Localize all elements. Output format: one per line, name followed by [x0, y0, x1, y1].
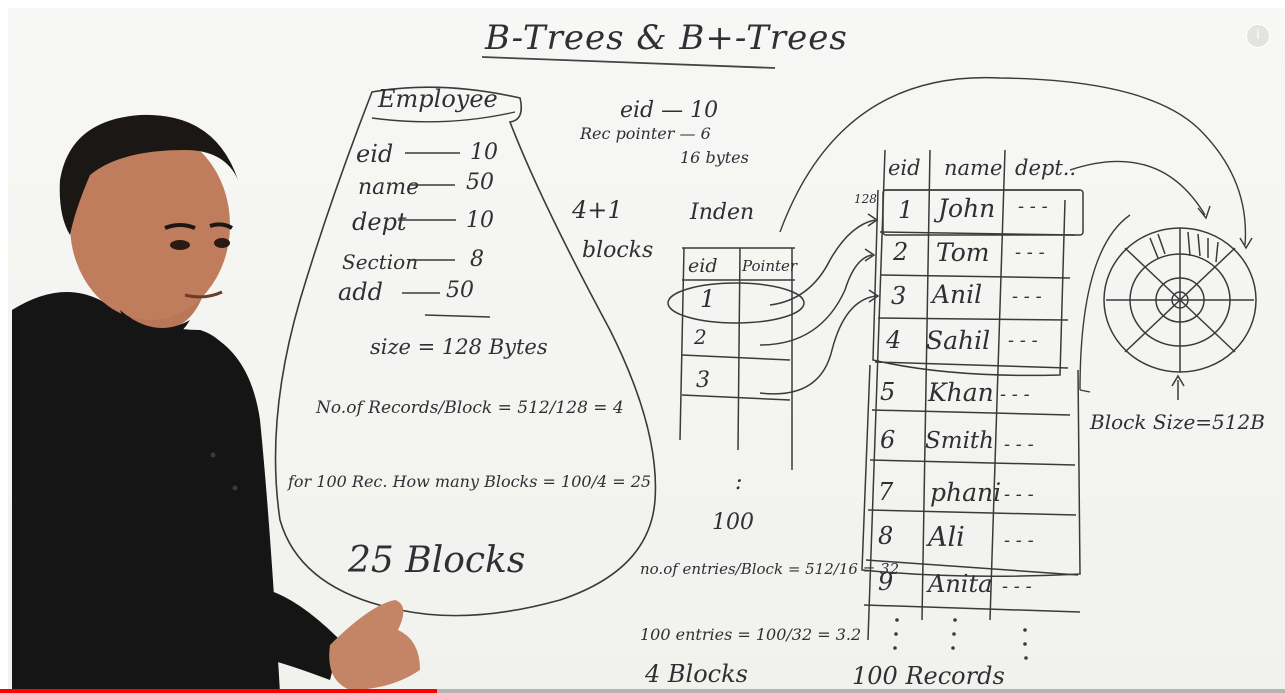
record-eid: 6: [880, 426, 896, 454]
record-name: phani: [930, 478, 1002, 507]
info-icon[interactable]: i: [1246, 24, 1270, 48]
index-row-3: 3: [696, 368, 710, 393]
field-name-name: name: [358, 175, 420, 200]
index-row-1: 1: [700, 285, 716, 313]
index-ptr-line: Rec pointer — 6: [580, 124, 711, 143]
video-progress-fill: [0, 689, 437, 693]
record-eid: 2: [893, 238, 909, 266]
index-count: 100: [712, 510, 754, 535]
record-eid: 4: [886, 326, 902, 354]
records-header-name: name: [944, 156, 1003, 180]
index-blocks-result: 4 Blocks: [645, 660, 748, 688]
index-eid-line: eid — 10: [620, 98, 719, 123]
field-section-name: Section: [342, 250, 419, 274]
record-dept: - - -: [1004, 434, 1034, 455]
index-label: Inden: [690, 200, 755, 225]
record-eid: 7: [878, 478, 894, 506]
record-eid: 9: [878, 568, 894, 596]
record-name: Khan: [928, 378, 994, 407]
index-blocks-word: blocks: [582, 238, 654, 263]
field-eid-size: 10: [470, 140, 498, 165]
record-eid: 3: [891, 282, 907, 310]
field-add-name: add: [338, 278, 384, 306]
record-dept: - - -: [1012, 286, 1042, 307]
record-dept: - - -: [1004, 530, 1034, 551]
record-size: size = 128 Bytes: [370, 335, 548, 359]
record-dept: - - -: [1018, 196, 1048, 217]
field-section-size: 8: [470, 247, 484, 272]
record-name: Anita: [928, 570, 993, 598]
employee-heading: Employee: [378, 85, 498, 113]
record-dept: - - -: [1004, 484, 1034, 505]
record-name: Anil: [932, 280, 983, 309]
block-size-label: Block Size=512B: [1090, 410, 1265, 434]
video-progress-bar[interactable]: [0, 689, 1285, 693]
record-dept: - - -: [1008, 330, 1038, 351]
record-eid: 1: [898, 196, 914, 224]
entries-per-block: no.of entries/Block = 512/16 = 32: [640, 560, 900, 578]
records-per-block: No.of Records/Block = 512/128 = 4: [316, 398, 624, 418]
records-header-eid: eid: [888, 156, 921, 180]
blocks-question: for 100 Rec. How many Blocks = 100/4 = 2…: [288, 472, 652, 491]
index-dots: :: [735, 470, 743, 495]
records-offset-label: 128: [854, 192, 877, 206]
record-name: Ali: [928, 522, 965, 553]
board-title: B-Trees & B+-Trees: [485, 18, 848, 58]
field-eid-name: eid: [356, 140, 394, 168]
field-name-size: 50: [466, 170, 494, 195]
index-entry-total: 16 bytes: [680, 148, 749, 167]
record-eid: 8: [878, 522, 894, 550]
field-dept-name: dept: [352, 208, 407, 236]
records-footer: 100 Records: [852, 662, 1005, 690]
record-name: Smith: [925, 428, 994, 454]
index-header-pointer: Pointer: [742, 257, 798, 275]
record-name: Sahil: [926, 326, 991, 355]
record-name: Tom: [936, 238, 990, 267]
index-blocks-count: 4+1: [572, 196, 623, 224]
field-add-size: 50: [446, 278, 474, 303]
records-header-dept: dept..: [1015, 156, 1077, 180]
record-dept: - - -: [1015, 242, 1045, 263]
record-eid: 5: [880, 378, 896, 406]
field-dept-size: 10: [466, 208, 494, 233]
index-header-eid: eid: [688, 255, 718, 277]
index-row-2: 2: [694, 325, 707, 349]
blocks-result: 25 Blocks: [348, 540, 526, 581]
record-dept: - - -: [1000, 384, 1030, 405]
entries-calc: 100 entries = 100/32 = 3.2: [640, 625, 862, 644]
record-dept: - - -: [1002, 576, 1032, 597]
record-name: John: [938, 194, 996, 223]
